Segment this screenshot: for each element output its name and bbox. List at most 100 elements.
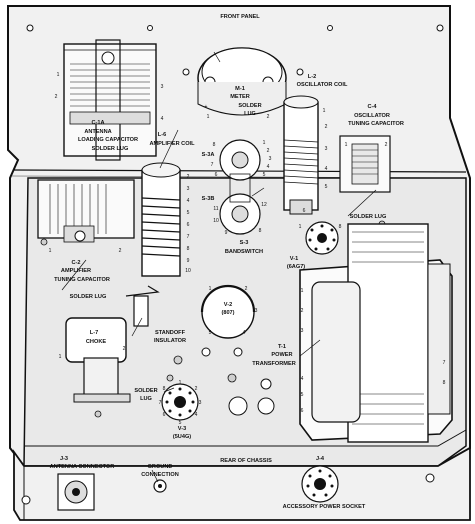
pin-v3-6: 6 — [163, 412, 166, 418]
l6-amplifier-coil — [141, 162, 181, 277]
pin-meter-2: 2 — [267, 114, 270, 120]
label-t1-desc: TRANSFORMER — [252, 361, 296, 367]
label-c1a-lug: SOLDER LUG — [92, 146, 129, 152]
pin-t1-6: 6 — [301, 408, 304, 414]
label-l6-name: AMPLIFIER COIL — [149, 141, 195, 147]
label-t1-name: POWER — [271, 352, 292, 358]
pin-t1-5: 5 — [301, 392, 304, 398]
v1-tube-socket — [305, 221, 339, 255]
pin-v3-7: 7 — [159, 400, 162, 406]
pin-s3a-2: 2 — [267, 148, 270, 154]
pin-l6-6: 6 — [187, 222, 190, 228]
pin-l7-2: 2 — [123, 346, 126, 352]
pin-l2-4: 4 — [325, 166, 328, 172]
pin-t1-1: 1 — [301, 288, 304, 294]
pin-l2-2: 2 — [325, 124, 328, 130]
label-m1-name: METER — [230, 94, 250, 100]
rear-panel — [13, 446, 471, 521]
pin-c1a-3: 3 — [161, 84, 164, 90]
label-l2-name: OSCILLATOR COIL — [297, 82, 348, 88]
label-solder-lug-right: SOLDER LUG — [350, 214, 387, 220]
pin-l6-9: 9 — [187, 258, 190, 264]
pin-meter-plus: + — [205, 104, 208, 110]
pin-v1-1: 1 — [299, 224, 302, 230]
pin-l2-1: 1 — [323, 108, 326, 114]
pin-l2-6: 6 — [303, 208, 306, 214]
pin-s3a-8: 8 — [213, 142, 216, 148]
label-c2-name: AMPLIFIER — [61, 268, 91, 274]
pin-s3a-5: 5 — [263, 172, 266, 178]
pin-l6-10: 10 — [185, 268, 191, 274]
s3-bandswitch — [219, 139, 261, 235]
pin-c1a-1: 1 — [57, 72, 60, 78]
pin-c1a-2: 2 — [55, 94, 58, 100]
callout-labels: FRONT PANEL C-1A ANTENNA LOADING CAPACIT… — [50, 14, 404, 510]
pin-v1-8: 8 — [339, 224, 342, 230]
pin-v3-1: 1 — [179, 380, 182, 386]
label-j4-name: ACCESSORY POWER SOCKET — [283, 504, 366, 510]
pin-c4-2: 2 — [385, 142, 388, 148]
pin-t1-2: 2 — [301, 308, 304, 314]
v3-tube-socket — [161, 383, 199, 421]
label-l6: L-6 — [158, 132, 166, 138]
pin-l6-7: 7 — [187, 234, 190, 240]
pin-l2-5: 5 — [325, 184, 328, 190]
c2-amplifier-tuning-capacitor — [37, 179, 135, 243]
label-s3: S-3 — [240, 240, 249, 246]
pin-s3b-10: 10 — [213, 218, 219, 224]
l7-choke — [65, 317, 131, 403]
j4-accessory-power-socket — [301, 465, 339, 503]
label-c2: C-2 — [71, 260, 80, 266]
pin-s3b-8: 8 — [259, 228, 262, 234]
label-rear: REAR OF CHASSIS — [220, 458, 272, 464]
pin-v3-3: 3 — [199, 400, 202, 406]
standoff-insulator — [125, 285, 160, 327]
label-solder-lug-left: SOLDER LUG — [70, 294, 107, 300]
label-j4: J-4 — [316, 456, 325, 462]
label-v3-type: (5U4G) — [173, 434, 191, 440]
pin-c4-1: 1 — [345, 142, 348, 148]
pin-meter-1: 1 — [207, 114, 210, 120]
pin-l7-1: 1 — [59, 354, 62, 360]
label-j3: J-3 — [60, 456, 68, 462]
leader-lines — [61, 51, 377, 483]
pin-l2-3: 3 — [325, 146, 328, 152]
label-s3a: S-3A — [202, 152, 215, 158]
pin-s3b-11: 11 — [213, 206, 218, 212]
label-v1: V-1 — [290, 256, 298, 262]
label-c1a-desc: LOADING CAPACITOR — [78, 137, 138, 143]
pin-v3-8: 8 — [163, 386, 166, 392]
pin-l6-3: 3 — [187, 186, 190, 192]
label-v3: V-3 — [178, 426, 186, 432]
pin-s3b-12: 12 — [261, 202, 267, 208]
label-v2: V-2 — [224, 302, 232, 308]
pin-t1-7: 7 — [443, 360, 446, 366]
pin-v2-3: 3 — [255, 308, 258, 314]
label-c1a: C-1A — [91, 120, 104, 126]
label-c1a-name: ANTENNA — [84, 129, 111, 135]
label-j3-name: ANTENNA CONNECTOR — [50, 464, 115, 470]
pin-t1-4: 4 — [301, 376, 304, 382]
pin-v2-5: 5 — [209, 330, 212, 336]
label-l7: L-7 — [90, 330, 98, 336]
pin-t1-3: 3 — [301, 328, 304, 334]
label-m1: M-1 — [235, 86, 245, 92]
label-t1: T-1 — [278, 344, 286, 350]
label-solder-lug-bottom-2: LUG — [140, 396, 152, 402]
label-v2-type: (807) — [221, 310, 234, 316]
pin-t1-8: 8 — [443, 380, 446, 386]
label-s3b: S-3B — [202, 196, 215, 202]
j3-antenna-connector — [57, 473, 95, 511]
pin-l6-2: 2 — [187, 174, 190, 180]
pin-s3b-9: 9 — [225, 230, 228, 236]
label-m1-lug: LUG — [244, 111, 256, 117]
pin-v3-5: 5 — [179, 420, 182, 426]
t1-power-transformer — [299, 223, 453, 443]
c1a-antenna-loading-capacitor — [63, 39, 157, 161]
label-front-panel: FRONT PANEL — [220, 14, 260, 20]
l2-oscillator-coil — [283, 95, 319, 215]
pin-s3a-7: 7 — [211, 162, 214, 168]
ground-connection — [153, 479, 167, 493]
pin-l6-8: 8 — [187, 246, 190, 252]
